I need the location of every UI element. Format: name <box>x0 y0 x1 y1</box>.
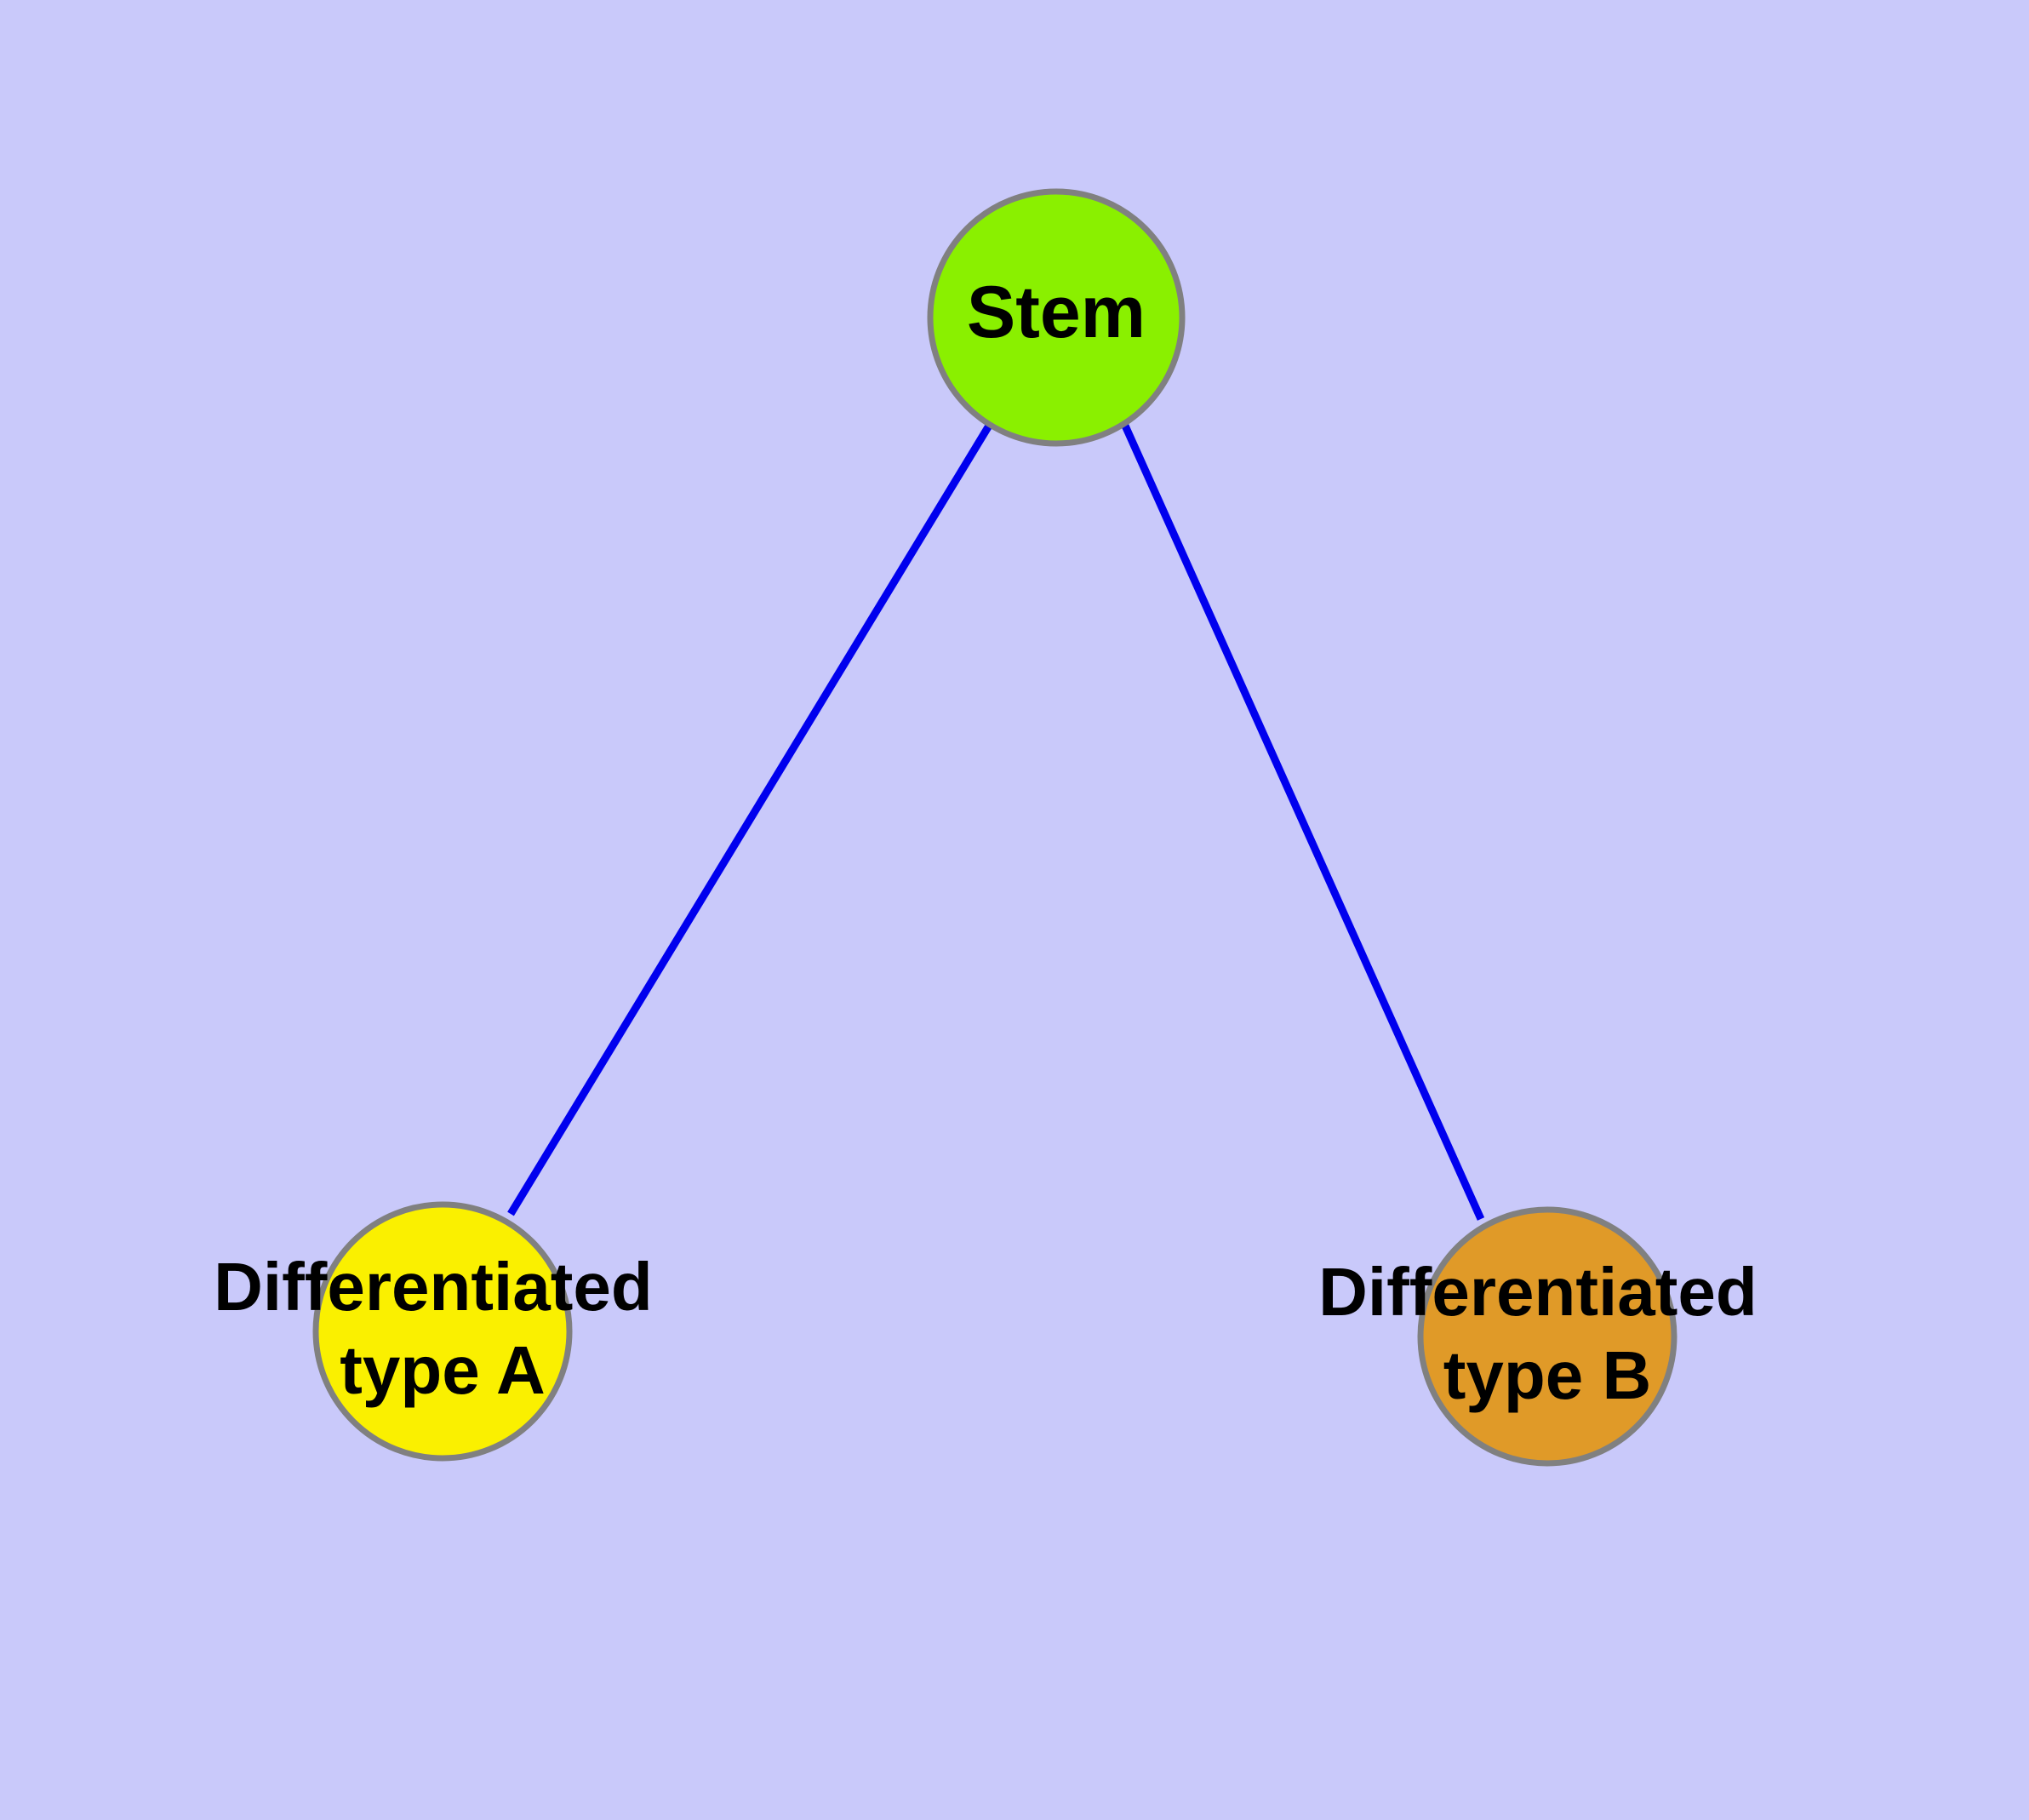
nodes-layer: Stem Differentiated type A Differentiate… <box>214 188 1776 1467</box>
node-differentiated-type-a-label-line-2: type A <box>340 1332 546 1408</box>
node-differentiated-type-b[interactable]: Differentiated type B <box>1318 1206 1776 1467</box>
node-differentiated-type-a-label: Differentiated type A <box>214 1249 672 1408</box>
node-differentiated-type-b-label-line-1: Differentiated <box>1318 1254 1758 1330</box>
edge-stem-to-differentiated-a[interactable] <box>507 423 992 1216</box>
node-stem-label-line-1: Stem <box>967 272 1146 353</box>
node-stem-label: Stem <box>967 272 1146 353</box>
node-differentiated-type-b-label: Differentiated type B <box>1318 1254 1776 1413</box>
node-stem-circle[interactable] <box>927 188 1186 447</box>
node-differentiated-type-b-label-line-2: type B <box>1443 1337 1652 1413</box>
edge-stem-to-differentiated-b[interactable] <box>1121 424 1485 1221</box>
node-differentiated-type-a-label-line-1: Differentiated <box>214 1249 653 1325</box>
node-differentiated-type-b-circle[interactable] <box>1417 1206 1677 1467</box>
node-differentiated-type-a-circle[interactable] <box>312 1201 573 1462</box>
edges-layer <box>507 423 1485 1221</box>
node-stem[interactable]: Stem <box>927 188 1186 447</box>
node-differentiated-type-a[interactable]: Differentiated type A <box>214 1201 672 1462</box>
